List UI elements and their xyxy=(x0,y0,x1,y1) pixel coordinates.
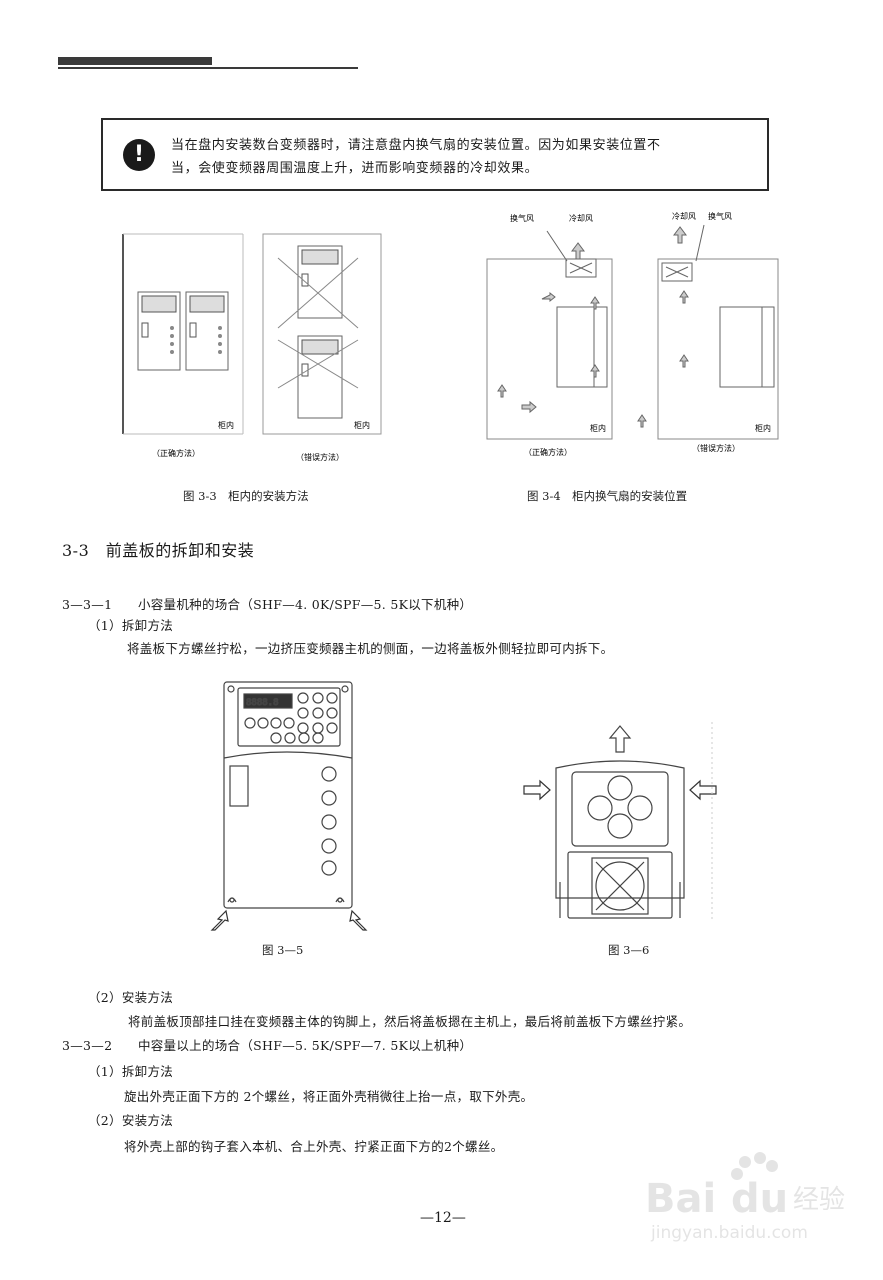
header-rule xyxy=(58,67,358,69)
warning-line-1: 当在盘内安装数台变频器时，请注意盘内换气扇的安装位置。因为如果安装位置不 xyxy=(171,138,661,153)
warning-line-2: 当，会使变频器周围温度上升，进而影响变频器的冷却效果。 xyxy=(171,161,539,176)
fig3-3-caption: 图 3-3 柜内的安装方法 xyxy=(183,489,309,503)
sub2-item2-heading: （2）安装方法 xyxy=(88,1113,174,1128)
fig3-3-panel2-tag: 柜内 xyxy=(354,420,370,430)
watermark-cn: 经验 xyxy=(793,1185,845,1215)
fan-cabinet-wrong xyxy=(637,224,779,440)
header-bar xyxy=(58,57,212,65)
sub1-item2-text: 将前盖板顶部挂口挂在变频器主体的钩脚上，然后将盖板摁在主机上，最后将前盖板下方螺… xyxy=(128,1014,692,1029)
fig3-4-panel1-tag: 柜内 xyxy=(590,423,606,433)
section-title: 3-3 前盖板的拆卸和安装 xyxy=(62,541,255,560)
fig3-6-caption: 图 3—6 xyxy=(608,943,650,957)
fig3-4-left-cool-label: 冷却风 xyxy=(569,213,593,223)
fig3-4-left-fan-label: 换气风 xyxy=(510,213,534,223)
fan-cabinet-correct xyxy=(486,230,613,440)
watermark-brand2: du xyxy=(731,1176,788,1222)
cabinet-panel-wrong xyxy=(262,233,382,435)
watermark-url: jingyan.baidu.com xyxy=(650,1223,808,1243)
fig3-3-label-wrong: （错误方法） xyxy=(296,452,344,462)
fig3-4-right-cool-label: 冷却风 xyxy=(672,211,696,221)
exclamation-icon: ! xyxy=(123,139,155,171)
figure-3-6 xyxy=(523,722,717,922)
figure-3-5: 8888.8 xyxy=(210,681,368,931)
warning-box: ! 当在盘内安装数台变频器时，请注意盘内换气扇的安装位置。因为如果安装位置不 当… xyxy=(101,118,769,191)
sub2-item2-text: 将外壳上部的钩子套入本机、合上外壳、拧紧正面下方的2个螺丝。 xyxy=(124,1139,504,1154)
page-number: —12— xyxy=(420,1210,466,1226)
cabinet-panel-correct xyxy=(122,233,244,435)
fig3-4-caption: 图 3-4 柜内换气扇的安装位置 xyxy=(527,489,688,503)
fig3-4-label-correct: （正确方法） xyxy=(524,447,572,457)
baidu-watermark: Bai du 经验 jingyan.baidu.com xyxy=(645,1152,845,1243)
fig3-3-label-correct: （正确方法） xyxy=(152,448,200,458)
fig3-3-panel1-tag: 柜内 xyxy=(218,420,234,430)
sub1-item1-heading: （1）拆卸方法 xyxy=(88,618,174,633)
subsection-3-3-2: 3—3—2 中容量以上的场合（SHF—5. 5K/SPF—7. 5K以上机种） xyxy=(62,1038,473,1053)
figure-3-4: 换气风 冷却风 冷却风 换气风 柜内 柜内 （正确方法） （错误方法） xyxy=(486,211,779,457)
fig3-5-caption: 图 3—5 xyxy=(262,943,304,957)
watermark-brand: Bai xyxy=(645,1176,716,1222)
sub1-item1-text: 将盖板下方螺丝拧松，一边挤压变频器主机的侧面，一边将盖板外侧轻拉即可内拆下。 xyxy=(127,641,614,656)
sub2-item1-text: 旋出外壳正面下方的 2个螺丝，将正面外壳稍微往上抬一点，取下外壳。 xyxy=(124,1089,534,1104)
fig3-4-panel2-tag: 柜内 xyxy=(755,423,771,433)
display-digits: 8888.8 xyxy=(246,698,279,708)
subsection-3-3-1: 3—3—1 小容量机种的场合（SHF—4. 0K/SPF—5. 5K以下机种） xyxy=(62,597,473,612)
fig3-4-label-wrong: （错误方法） xyxy=(692,443,740,453)
sub2-item1-heading: （1）拆卸方法 xyxy=(88,1064,174,1079)
sub1-item2-heading: （2）安装方法 xyxy=(88,990,174,1005)
fig3-4-right-fan-label: 换气风 xyxy=(708,211,732,221)
warning-text: 当在盘内安装数台变频器时，请注意盘内换气扇的安装位置。因为如果安装位置不 当，会… xyxy=(171,134,761,180)
figure-3-3: 柜内 柜内 （正确方法） （错误方法） xyxy=(122,233,382,462)
